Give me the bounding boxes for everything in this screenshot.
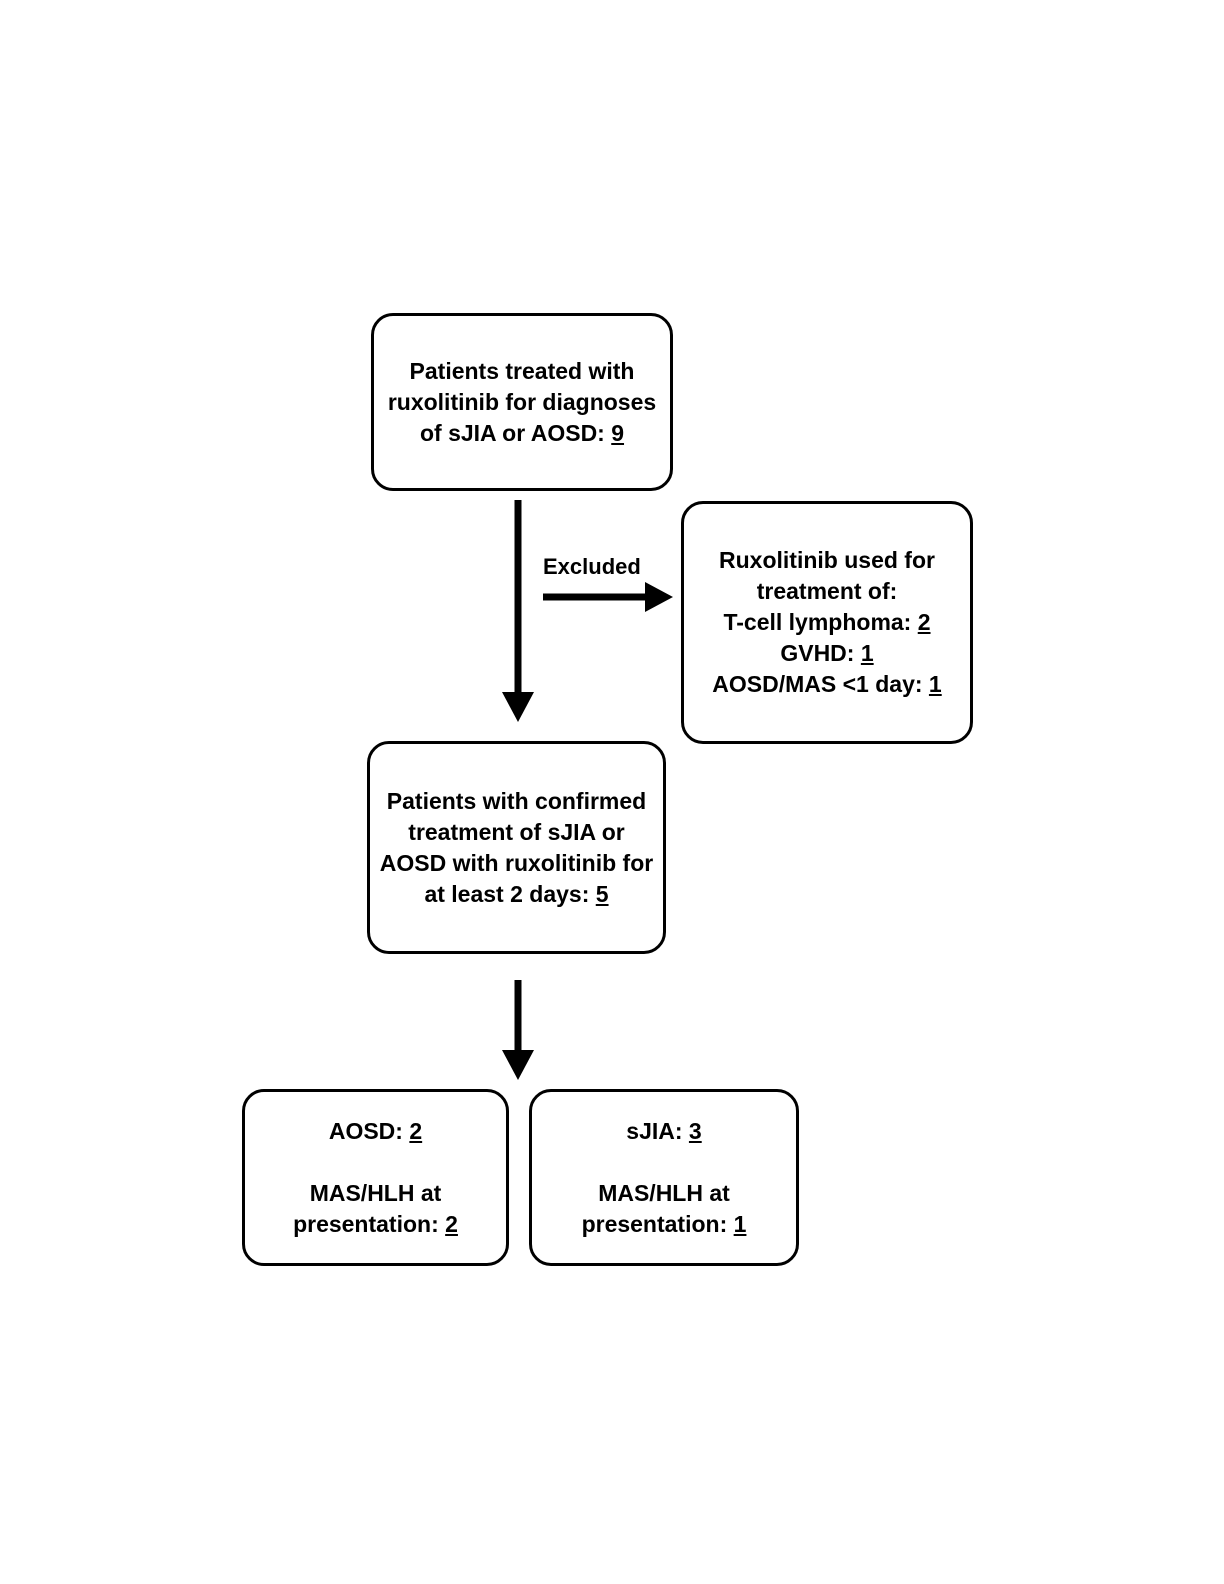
arrow-shaft <box>543 593 649 601</box>
included-line-3: AOSD with ruxolitinib for <box>379 849 654 876</box>
included-line-4-text: at least 2 days: <box>424 880 590 907</box>
excluded-reason-aosdmas-label: AOSD/MAS <1 day: <box>712 671 923 697</box>
excluded-reason-aosdmas: AOSD/MAS <1 day: 1 <box>712 669 941 700</box>
aosd-group-line: AOSD: 2 <box>329 1116 422 1147</box>
sjia-detail-count: 1 <box>733 1210 747 1237</box>
excluded-reason-tcell: T-cell lymphoma: 2 <box>723 607 930 638</box>
arrow-shaft <box>514 500 522 694</box>
sjia-group-line: sJIA: 3 <box>626 1116 701 1147</box>
arrow-head <box>645 582 673 612</box>
aosd-detail-count: 2 <box>445 1210 458 1237</box>
excluded-reasons-box: Ruxolitinib used for treatment of: T-cel… <box>681 501 973 744</box>
enrolled-line-1: Patients treated with <box>409 357 635 384</box>
included-line-2: treatment of sJIA or <box>408 818 625 845</box>
excluded-reason-tcell-count: 2 <box>917 609 931 635</box>
excluded-reason-gvhd: GVHD: 1 <box>780 638 873 669</box>
aosd-detail-line-1: MAS/HLH at <box>309 1179 442 1206</box>
excluded-reason-tcell-label: T-cell lymphoma: <box>723 609 912 635</box>
enrolled-line-3-text: of sJIA or AOSD: <box>419 419 605 446</box>
included-count: 5 <box>595 880 609 907</box>
excluded-reason-aosdmas-count: 1 <box>928 671 942 697</box>
sjia-detail-line-1: MAS/HLH at <box>598 1179 730 1206</box>
arrow-head <box>502 1050 534 1080</box>
arrow-shaft <box>514 980 522 1054</box>
aosd-detail-line-2: presentation: 2 <box>293 1209 458 1240</box>
sjia-detail-line-2: presentation: 1 <box>582 1209 747 1240</box>
excluded-edge-label: Excluded <box>543 554 641 579</box>
sjia-detail-label: presentation: <box>581 1210 728 1237</box>
patients-confirmed-box: Patients with confirmed treatment of sJI… <box>367 741 666 954</box>
aosd-detail-label: presentation: <box>293 1210 439 1237</box>
excluded-heading-line-1: Ruxolitinib used for <box>719 547 935 573</box>
arrow-head <box>502 692 534 722</box>
excluded-reason-gvhd-count: 1 <box>860 640 874 666</box>
enrolled-count: 9 <box>611 419 625 446</box>
patients-treated-box: Patients treated with ruxolitinib for di… <box>371 313 673 491</box>
enrolled-line-3: of sJIA or AOSD: 9 <box>420 418 624 449</box>
excluded-heading-line-2: treatment of: <box>756 578 898 604</box>
sjia-group-count: 3 <box>688 1117 702 1144</box>
included-line-1: Patients with confirmed <box>386 787 647 814</box>
sjia-group-box: sJIA: 3 MAS/HLH at presentation: 1 <box>529 1089 799 1266</box>
included-line-4: at least 2 days: 5 <box>424 879 608 910</box>
aosd-group-box: AOSD: 2 MAS/HLH at presentation: 2 <box>242 1089 509 1266</box>
enrolled-line-2: ruxolitinib for diagnoses <box>387 388 657 415</box>
aosd-group-label: AOSD: <box>328 1117 403 1144</box>
aosd-group-count: 2 <box>409 1117 423 1144</box>
excluded-reason-gvhd-label: GVHD: <box>780 640 855 666</box>
sjia-group-label: sJIA: <box>626 1117 683 1144</box>
